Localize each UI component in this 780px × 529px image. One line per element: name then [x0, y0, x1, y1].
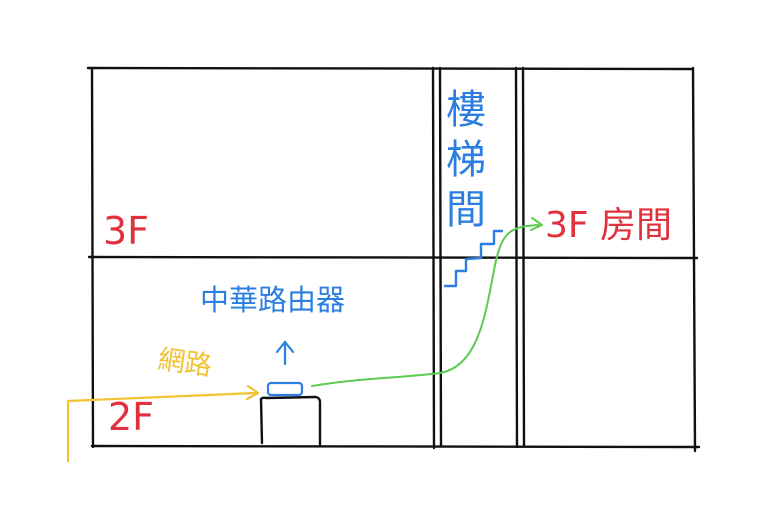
network-cable-line: [66, 391, 257, 463]
router-icon: [266, 381, 304, 397]
stairwell-label-3: 間: [446, 187, 486, 233]
stairwell-wall-right-outer: [514, 66, 519, 449]
stairwell-label-1: 樓: [446, 87, 486, 133]
left-wall: [90, 66, 95, 449]
router-label: 中華路由器: [200, 283, 346, 317]
router-cabinet: [259, 395, 322, 447]
floor-2f-label: 2F: [108, 395, 155, 439]
network-label: 網路: [155, 344, 214, 383]
connection-line-to-3f-room: [311, 224, 541, 387]
stairwell-wall-left-outer: [431, 66, 436, 450]
floor-divider-line: [87, 255, 699, 260]
connection-arrowhead: [530, 217, 543, 231]
stairwell-wall-right-inner: [521, 66, 526, 448]
stairwell-wall-left-inner: [438, 66, 443, 448]
right-wall: [691, 66, 697, 453]
bottom-wall: [90, 444, 701, 449]
up-arrow-icon: [275, 340, 295, 366]
room-3f-label: 3F 房間: [545, 205, 673, 246]
floor-3f-label: 3F: [103, 209, 150, 253]
stairs-icon: [444, 229, 503, 288]
top-wall: [86, 66, 695, 71]
stairwell-label-2: 梯: [446, 137, 486, 183]
network-cable-arrowhead: [245, 384, 260, 401]
